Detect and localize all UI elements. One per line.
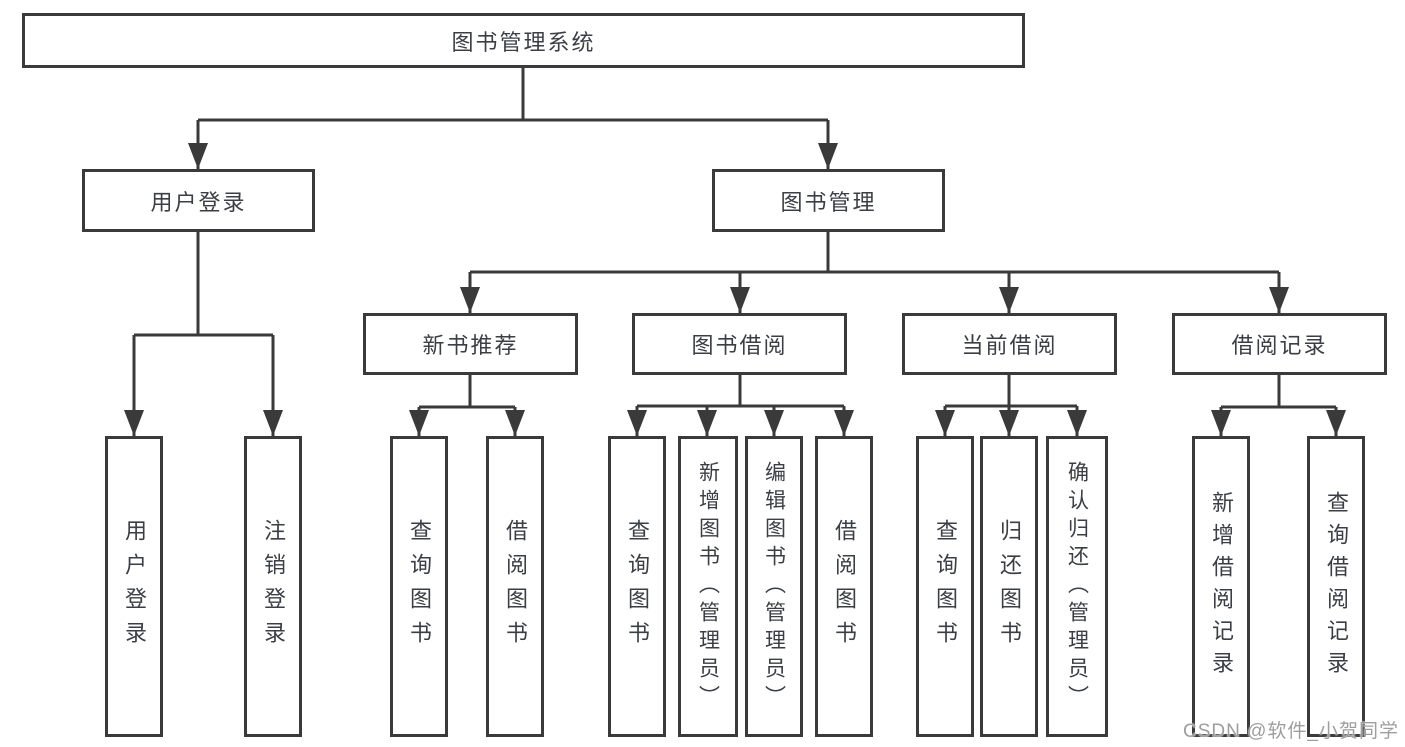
csdn-watermark: CSDN @软件_小贺同学 (1183, 721, 1399, 742)
node-user-login: 用户登录 (82, 169, 315, 232)
node-label: 借阅记录 (1231, 333, 1328, 358)
leaf-borrow-book: 借阅图书 (486, 436, 544, 737)
node-label: 图书管理系统 (451, 29, 596, 55)
leaf-add-borrow-record: 新增借阅记录 (1192, 436, 1250, 737)
leaf-return-book: 归还图书 (980, 436, 1038, 737)
leaf-logout: 注销登录 (244, 436, 302, 737)
node-label: 新书推荐 (422, 333, 519, 358)
leaf-label: 注销登录 (261, 518, 286, 655)
leaf-label: 借阅图书 (832, 518, 857, 655)
node-label: 图书管理 (780, 189, 877, 215)
leaf-edit-book-admin: 编辑图书（管理员） (745, 436, 803, 737)
leaf-label: 借阅图书 (503, 518, 528, 655)
node-label: 当前借阅 (961, 333, 1058, 358)
node-label: 图书借阅 (691, 333, 788, 358)
node-book-management: 图书管理 (712, 169, 945, 232)
node-new-book-recommend: 新书推荐 (363, 313, 578, 375)
node-label: 用户登录 (150, 189, 247, 215)
leaf-label: 查询图书 (933, 518, 958, 655)
node-current-borrowing: 当前借阅 (902, 313, 1117, 375)
leaf-borrow-book: 借阅图书 (815, 436, 873, 737)
leaf-query-books: 查询图书 (390, 436, 448, 737)
leaf-label: 编辑图书（管理员） (762, 460, 786, 713)
leaf-label: 查询图书 (407, 518, 432, 655)
leaf-label: 新增借阅记录 (1209, 490, 1234, 683)
leaf-label: 查询图书 (625, 518, 650, 655)
leaf-user-login: 用户登录 (105, 436, 163, 737)
leaf-label: 确认归还（管理员） (1065, 460, 1089, 713)
leaf-confirm-return-admin: 确认归还（管理员） (1046, 436, 1108, 737)
leaf-query-books: 查询图书 (608, 436, 666, 737)
node-book-management-system: 图书管理系统 (22, 13, 1025, 68)
leaf-query-borrow-record: 查询借阅记录 (1307, 436, 1365, 737)
leaf-label: 查询借阅记录 (1324, 490, 1349, 683)
leaf-label: 新增图书（管理员） (696, 460, 720, 713)
leaf-label: 归还图书 (997, 518, 1022, 655)
leaf-label: 用户登录 (122, 518, 147, 655)
node-borrowing-records: 借阅记录 (1172, 313, 1387, 375)
leaf-add-book-admin: 新增图书（管理员） (678, 436, 738, 737)
node-book-borrowing: 图书借阅 (632, 313, 847, 375)
leaf-query-books: 查询图书 (916, 436, 974, 737)
